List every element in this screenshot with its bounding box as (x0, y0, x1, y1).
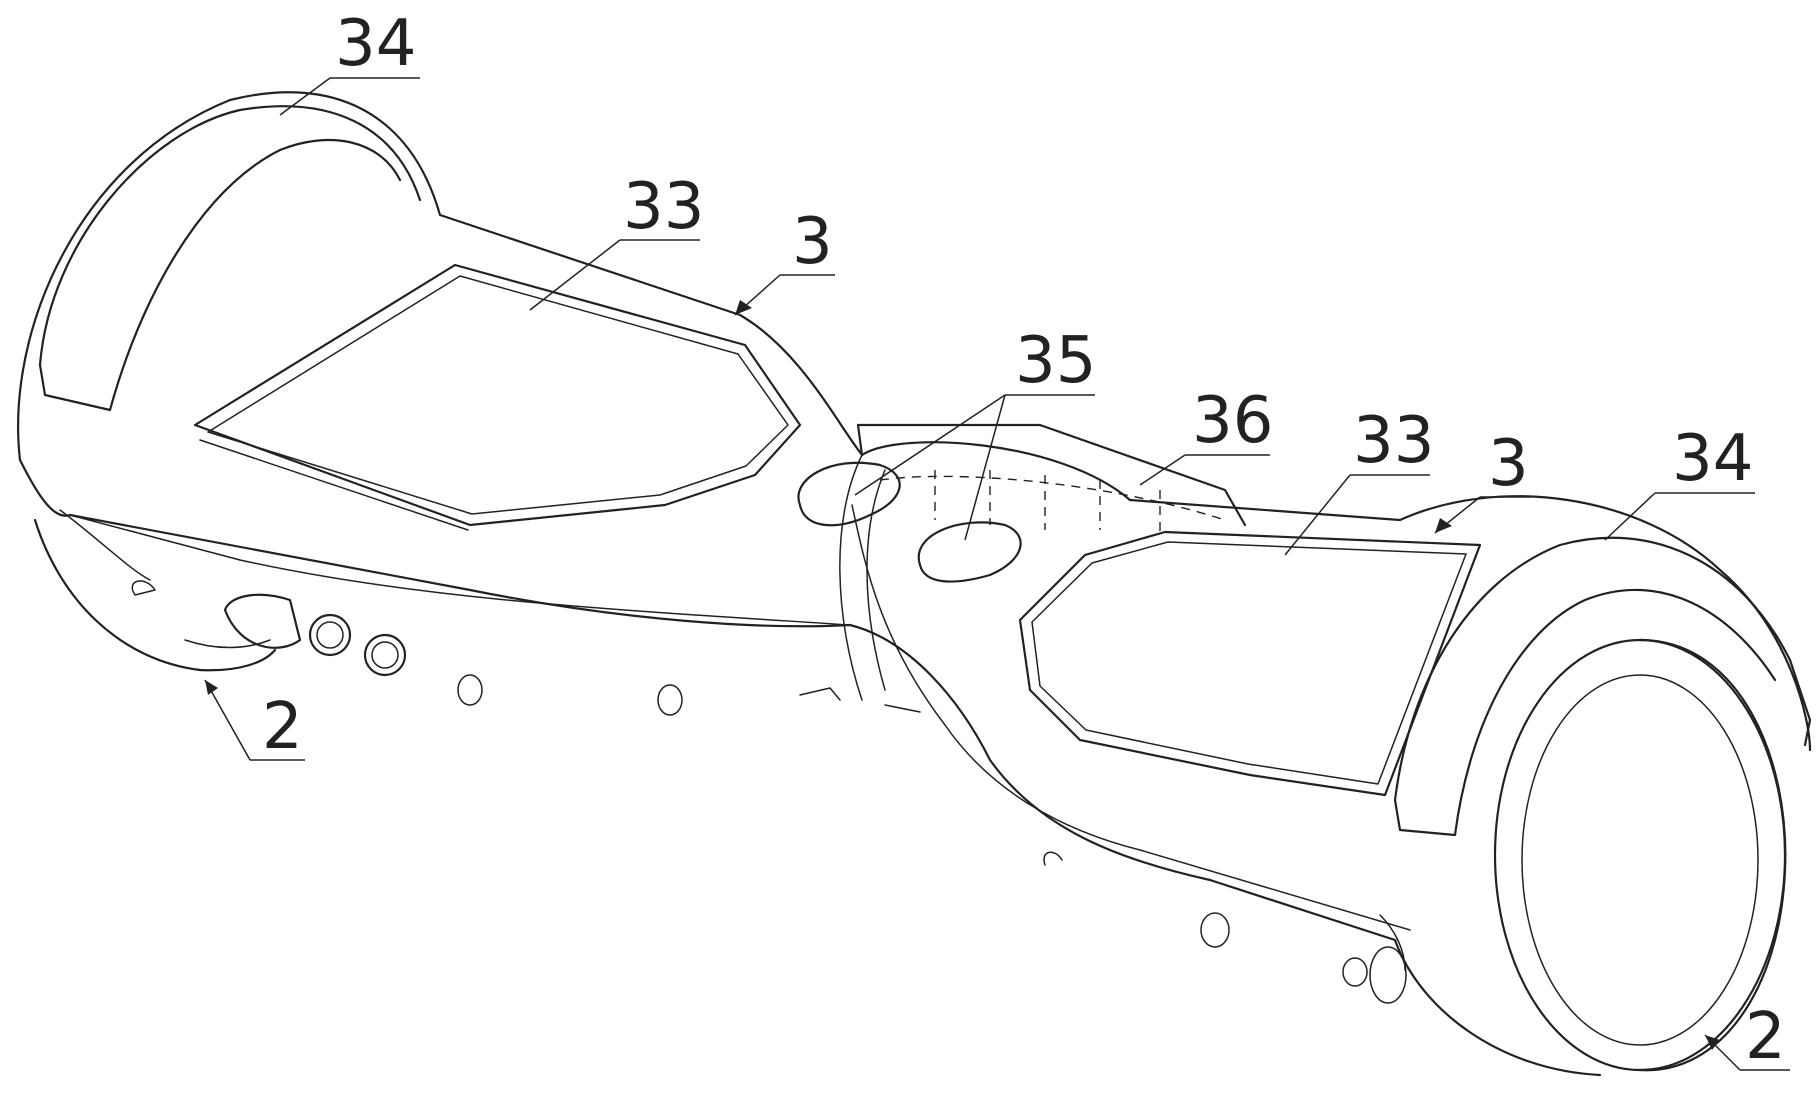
reference-numerals: 34 33 3 35 36 33 3 34 2 2 (262, 7, 1786, 1074)
wheel-right (1370, 640, 1785, 1075)
indicator-pods (798, 463, 1020, 582)
wheel-left (35, 520, 275, 670)
foot-pad-right (1020, 532, 1480, 795)
carry-handle (858, 425, 1245, 535)
label-fender-left: 34 (335, 7, 416, 81)
label-sensor: 35 (1015, 324, 1096, 398)
side-details (132, 581, 1367, 986)
label-body-left: 3 (792, 205, 833, 279)
label-pad-right: 33 (1353, 404, 1434, 478)
label-body-right: 3 (1488, 427, 1529, 501)
leader-lines (205, 78, 1790, 1070)
fender-left (40, 106, 420, 410)
label-handle: 36 (1192, 384, 1273, 458)
label-pad-left: 33 (623, 170, 704, 244)
body-shell (18, 92, 1810, 970)
label-wheel-left: 2 (262, 690, 303, 764)
label-wheel-right: 2 (1745, 1000, 1786, 1074)
fender-right (1395, 538, 1810, 835)
label-fender-right: 34 (1672, 422, 1753, 496)
